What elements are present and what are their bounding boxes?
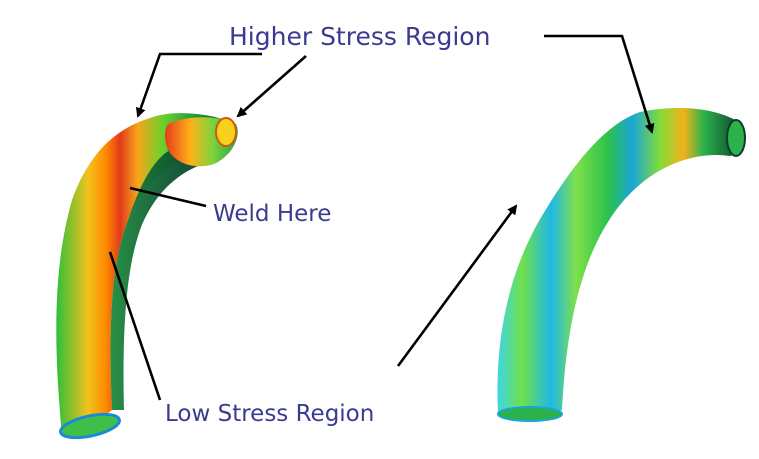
annotation-arrows <box>108 34 655 401</box>
left-pipe-inner <box>110 145 220 410</box>
left-pipe-bottom-opening <box>59 412 121 440</box>
arrow-low-stress-right <box>396 204 518 367</box>
leader-weld <box>129 186 207 208</box>
arrow-higher-stress-right <box>544 34 655 134</box>
right-pipe-top-opening <box>726 119 746 157</box>
low-stress-region-label: Low Stress Region <box>165 401 375 427</box>
left-pipe-body <box>56 113 234 436</box>
right-pipe <box>497 108 746 422</box>
arrow-higher-stress-left-cap <box>236 55 307 118</box>
weld-here-label: Weld Here <box>213 201 332 227</box>
arrow-higher-stress-left-outer <box>135 52 262 118</box>
right-pipe-bottom-opening <box>497 406 563 422</box>
higher-stress-region-label: Higher Stress Region <box>229 22 491 51</box>
right-pipe-body <box>497 108 743 418</box>
left-pipe <box>56 113 238 440</box>
leader-low-stress-left <box>108 251 162 401</box>
left-pipe-top-opening <box>215 117 237 147</box>
